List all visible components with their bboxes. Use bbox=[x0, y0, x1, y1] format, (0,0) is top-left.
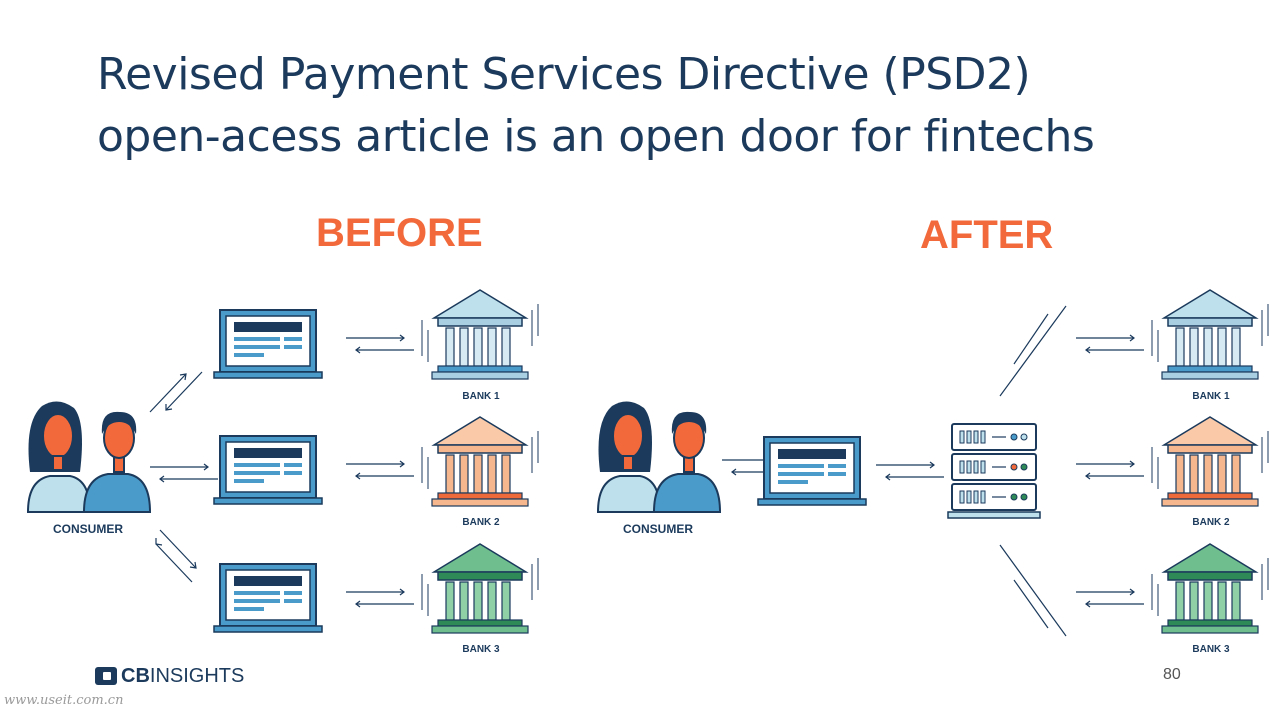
before-arrows-laptop-bank-3 bbox=[345, 588, 415, 608]
before-bank-3-icon bbox=[421, 543, 539, 634]
after-bank-1-icon bbox=[1151, 289, 1269, 380]
after-bank-3-icon bbox=[1151, 543, 1269, 634]
watermark: www.useit.com.cn bbox=[4, 693, 124, 708]
before-bank-1-label: BANK 1 bbox=[462, 391, 500, 402]
logo-insights-text: INSIGHTS bbox=[149, 664, 245, 687]
after-arrows-bank-3 bbox=[1075, 588, 1145, 608]
after-arrows-bank-1 bbox=[1075, 334, 1145, 354]
before-consumer-icon bbox=[27, 400, 151, 513]
after-bank-3-label: BANK 3 bbox=[1192, 644, 1230, 655]
before-heading: BEFORE bbox=[316, 211, 483, 255]
before-arrows-consumer-laptop-3 bbox=[155, 529, 197, 583]
before-laptop-1-icon bbox=[213, 309, 323, 379]
before-consumer-label: CONSUMER bbox=[53, 522, 123, 536]
after-consumer-label: CONSUMER bbox=[623, 522, 693, 536]
before-bank-1-icon bbox=[421, 289, 539, 380]
after-bank-2-icon bbox=[1151, 416, 1269, 507]
cb-insights-logo: CB INSIGHTS bbox=[95, 663, 244, 689]
before-bank-3-label: BANK 3 bbox=[462, 644, 500, 655]
cb-insights-logo-icon bbox=[95, 667, 117, 685]
after-heading: AFTER bbox=[920, 213, 1054, 257]
before-arrows-laptop-bank-1 bbox=[345, 334, 415, 354]
logo-cb-text: CB bbox=[121, 664, 150, 687]
after-arrows-bank-2 bbox=[1075, 460, 1145, 480]
after-lines-server-bank-3 bbox=[999, 544, 1067, 637]
before-arrows-consumer-laptop-1 bbox=[149, 371, 203, 413]
after-arrows-laptop-server bbox=[875, 461, 945, 481]
before-bank-2-label: BANK 2 bbox=[462, 517, 500, 528]
after-bank-1-label: BANK 1 bbox=[1192, 391, 1230, 402]
after-lines-server-bank-1 bbox=[999, 305, 1067, 397]
after-server-icon bbox=[947, 423, 1041, 519]
before-laptop-2-icon bbox=[213, 435, 323, 505]
before-arrows-consumer-laptop-2 bbox=[149, 463, 219, 483]
before-bank-2-icon bbox=[421, 416, 539, 507]
before-laptop-3-icon bbox=[213, 563, 323, 633]
title-line-2: open-acess article is an open door for f… bbox=[97, 111, 1095, 162]
title-line-1: Revised Payment Services Directive (PSD2… bbox=[97, 49, 1031, 100]
after-consumer-icon bbox=[597, 400, 721, 513]
after-bank-2-label: BANK 2 bbox=[1192, 517, 1230, 528]
page-number: 80 bbox=[1163, 666, 1181, 683]
after-laptop-icon bbox=[757, 436, 867, 506]
before-arrows-laptop-bank-2 bbox=[345, 460, 415, 480]
slide-title: Revised Payment Services Directive (PSD2… bbox=[97, 44, 1197, 168]
